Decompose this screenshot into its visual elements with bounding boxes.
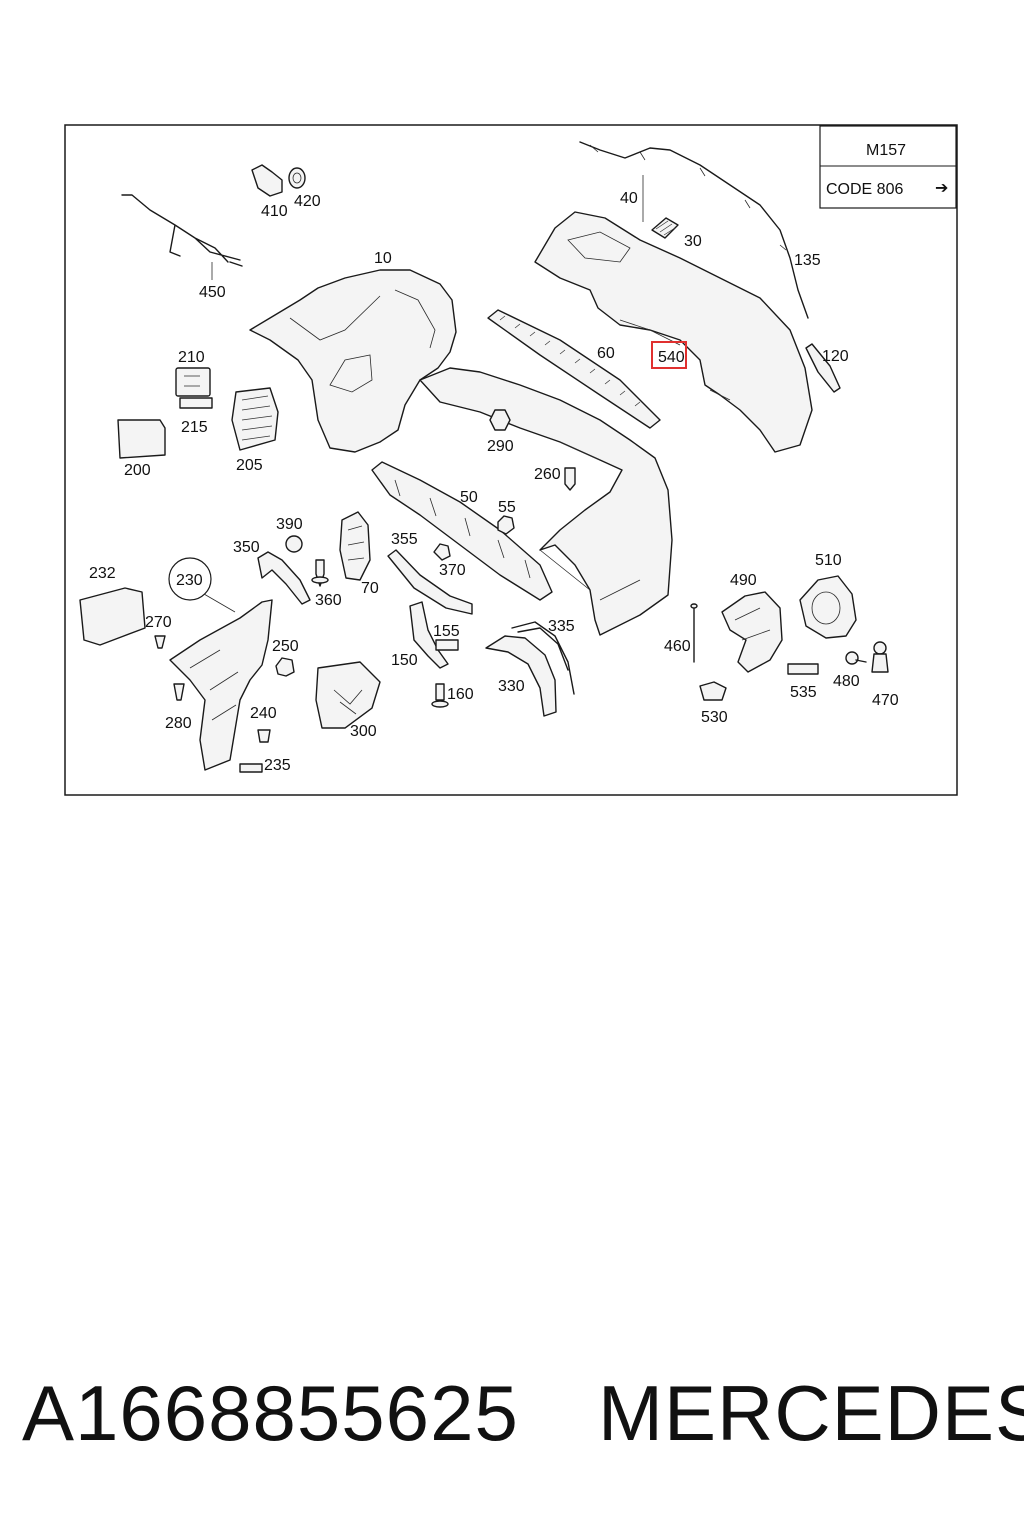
part-60-strip xyxy=(487,309,661,429)
part-460-rod xyxy=(690,603,698,663)
part-55-nut xyxy=(497,515,515,535)
part-200-cover xyxy=(117,419,166,459)
part-450-wiring xyxy=(121,194,243,280)
label-280: 280 xyxy=(165,715,192,732)
part-232-plate xyxy=(79,587,146,646)
part-150-bracket xyxy=(409,601,449,669)
label-230: 230 xyxy=(176,572,203,589)
label-480: 480 xyxy=(833,673,860,690)
part-360-screw xyxy=(311,559,329,587)
label-330: 330 xyxy=(498,678,525,695)
label-300: 300 xyxy=(350,723,377,740)
label-250: 250 xyxy=(272,638,299,655)
label-235: 235 xyxy=(264,757,291,774)
part-labels: 10 40 30 135 60 120 410 420 450 210 215 … xyxy=(89,190,899,774)
label-120: 120 xyxy=(822,348,849,365)
part-280-screw xyxy=(173,683,185,701)
label-450: 450 xyxy=(199,284,226,301)
label-540: 540 xyxy=(658,349,685,366)
label-355: 355 xyxy=(391,531,418,548)
part-120-reflector xyxy=(805,343,841,393)
part-260-clip xyxy=(564,467,576,491)
part-70-bracket xyxy=(339,511,371,581)
part-215-clip xyxy=(179,397,213,409)
part-300-plate xyxy=(315,661,381,729)
part-135-trim xyxy=(579,141,809,319)
label-410: 410 xyxy=(261,203,288,220)
model-code-box: M157 CODE 806 ➔ xyxy=(819,125,957,209)
label-260: 260 xyxy=(534,466,561,483)
part-530-clip xyxy=(699,681,727,701)
label-390: 390 xyxy=(276,516,303,533)
label-350: 350 xyxy=(233,539,260,556)
label-460: 460 xyxy=(664,638,691,655)
part-160-screw xyxy=(431,683,449,708)
label-50: 50 xyxy=(460,489,478,506)
label-70: 70 xyxy=(361,580,379,597)
label-420: 420 xyxy=(294,193,321,210)
part-30-mesh xyxy=(651,217,679,239)
brand-name: MERCEDES xyxy=(598,1369,1024,1457)
part-number: A1668855625 xyxy=(22,1369,519,1457)
label-335: 335 xyxy=(548,618,575,635)
label-240: 240 xyxy=(250,705,277,722)
part-240-clip xyxy=(257,729,271,743)
model-label: M157 xyxy=(866,142,906,159)
part-290-nut xyxy=(489,409,511,431)
part-210-bracket xyxy=(175,367,211,397)
part-490-bracket xyxy=(721,591,783,673)
label-360: 360 xyxy=(315,592,342,609)
label-510: 510 xyxy=(815,552,842,569)
part-370-nut xyxy=(433,543,451,561)
label-135: 135 xyxy=(794,252,821,269)
part-205-housing xyxy=(231,387,279,451)
part-230-bracket xyxy=(169,599,273,771)
part-50-beam xyxy=(371,461,553,601)
part-470-sensor xyxy=(871,641,889,673)
label-55: 55 xyxy=(498,499,516,516)
part-250-nut xyxy=(275,657,295,677)
part-510-housing xyxy=(799,575,857,639)
part-355-strut xyxy=(387,549,473,615)
part-235-clip xyxy=(239,763,263,773)
label-210: 210 xyxy=(178,349,205,366)
label-215: 215 xyxy=(181,419,208,436)
arrow-right-icon: ➔ xyxy=(935,180,948,197)
label-370: 370 xyxy=(439,562,466,579)
label-10: 10 xyxy=(374,250,392,267)
part-330-liner xyxy=(485,635,557,717)
part-10-bumper-cover xyxy=(249,269,673,636)
code-label: CODE 806 xyxy=(826,181,903,198)
label-155: 155 xyxy=(433,623,460,640)
part-535-clip xyxy=(787,663,819,675)
label-200: 200 xyxy=(124,462,151,479)
part-350-bracket xyxy=(257,551,311,605)
label-40: 40 xyxy=(620,190,638,207)
highlight-540: 540 xyxy=(651,341,687,369)
label-535: 535 xyxy=(790,684,817,701)
part-155-clip xyxy=(435,639,459,651)
part-480-screw xyxy=(845,651,867,665)
label-150: 150 xyxy=(391,652,418,669)
part-390-washer xyxy=(285,535,303,553)
label-270: 270 xyxy=(145,614,172,631)
label-470: 470 xyxy=(872,692,899,709)
part-230-callout xyxy=(168,557,212,601)
label-290: 290 xyxy=(487,438,514,455)
diagram-frame xyxy=(64,124,958,796)
part-270-screw xyxy=(154,635,166,649)
label-232: 232 xyxy=(89,565,116,582)
label-490: 490 xyxy=(730,572,757,589)
part-540-diffuser xyxy=(534,211,813,453)
label-530: 530 xyxy=(701,709,728,726)
part-335-liner xyxy=(511,621,575,695)
label-205: 205 xyxy=(236,457,263,474)
part-410-sensor xyxy=(251,164,306,197)
label-160: 160 xyxy=(447,686,474,703)
label-30: 30 xyxy=(684,233,702,250)
label-60: 60 xyxy=(597,345,615,362)
